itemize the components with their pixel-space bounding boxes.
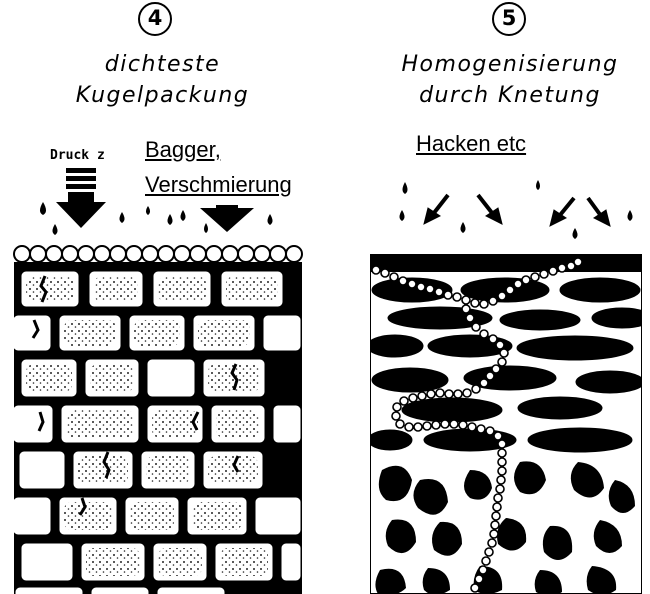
hacking-arrows xyxy=(424,195,610,226)
